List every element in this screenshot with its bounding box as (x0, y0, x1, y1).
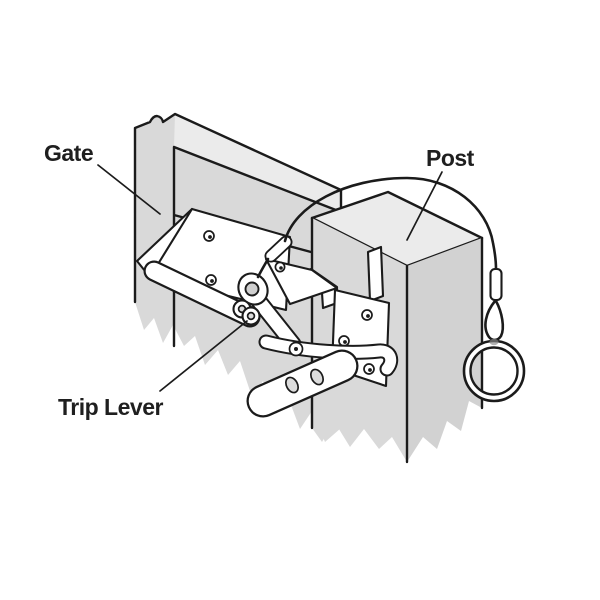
gate-edges (133, 112, 343, 348)
loop-ring-joint (489, 338, 499, 346)
latch-pivot-dot (294, 347, 298, 351)
gate-leader-line (97, 164, 161, 215)
cable-loop (484, 299, 505, 342)
trip-lever (246, 349, 359, 418)
gate-label: Gate (44, 140, 93, 166)
screw-dot (210, 279, 214, 283)
post-label: Post (426, 145, 475, 171)
trip-lever-hole (310, 368, 324, 386)
screw-dot (368, 368, 372, 372)
screw-dot (343, 340, 347, 344)
trip-lever-label: Trip Lever (58, 394, 163, 420)
screw-dot (279, 266, 283, 270)
gate-rail-top-face (174, 114, 341, 212)
post-right-face (407, 238, 482, 462)
cable-arc (283, 176, 498, 271)
spring-coil-hole (246, 311, 256, 321)
shackle-eye (244, 281, 260, 297)
pull-ring-inner (469, 346, 519, 396)
cable-ferrule-end (489, 267, 503, 302)
pull-ring-assembly (462, 267, 526, 403)
labels: Gate Post Trip Lever (44, 140, 475, 420)
screw-dot (366, 314, 370, 318)
post-leader-line (406, 171, 443, 241)
cable-stub (256, 257, 270, 279)
release-cable (283, 176, 498, 271)
screw-dot (208, 235, 212, 239)
trip-lever-leader-line (159, 320, 248, 392)
latch-top-tab (366, 245, 385, 303)
latch-assembly (232, 235, 399, 418)
trip-lever-hole (285, 376, 299, 394)
